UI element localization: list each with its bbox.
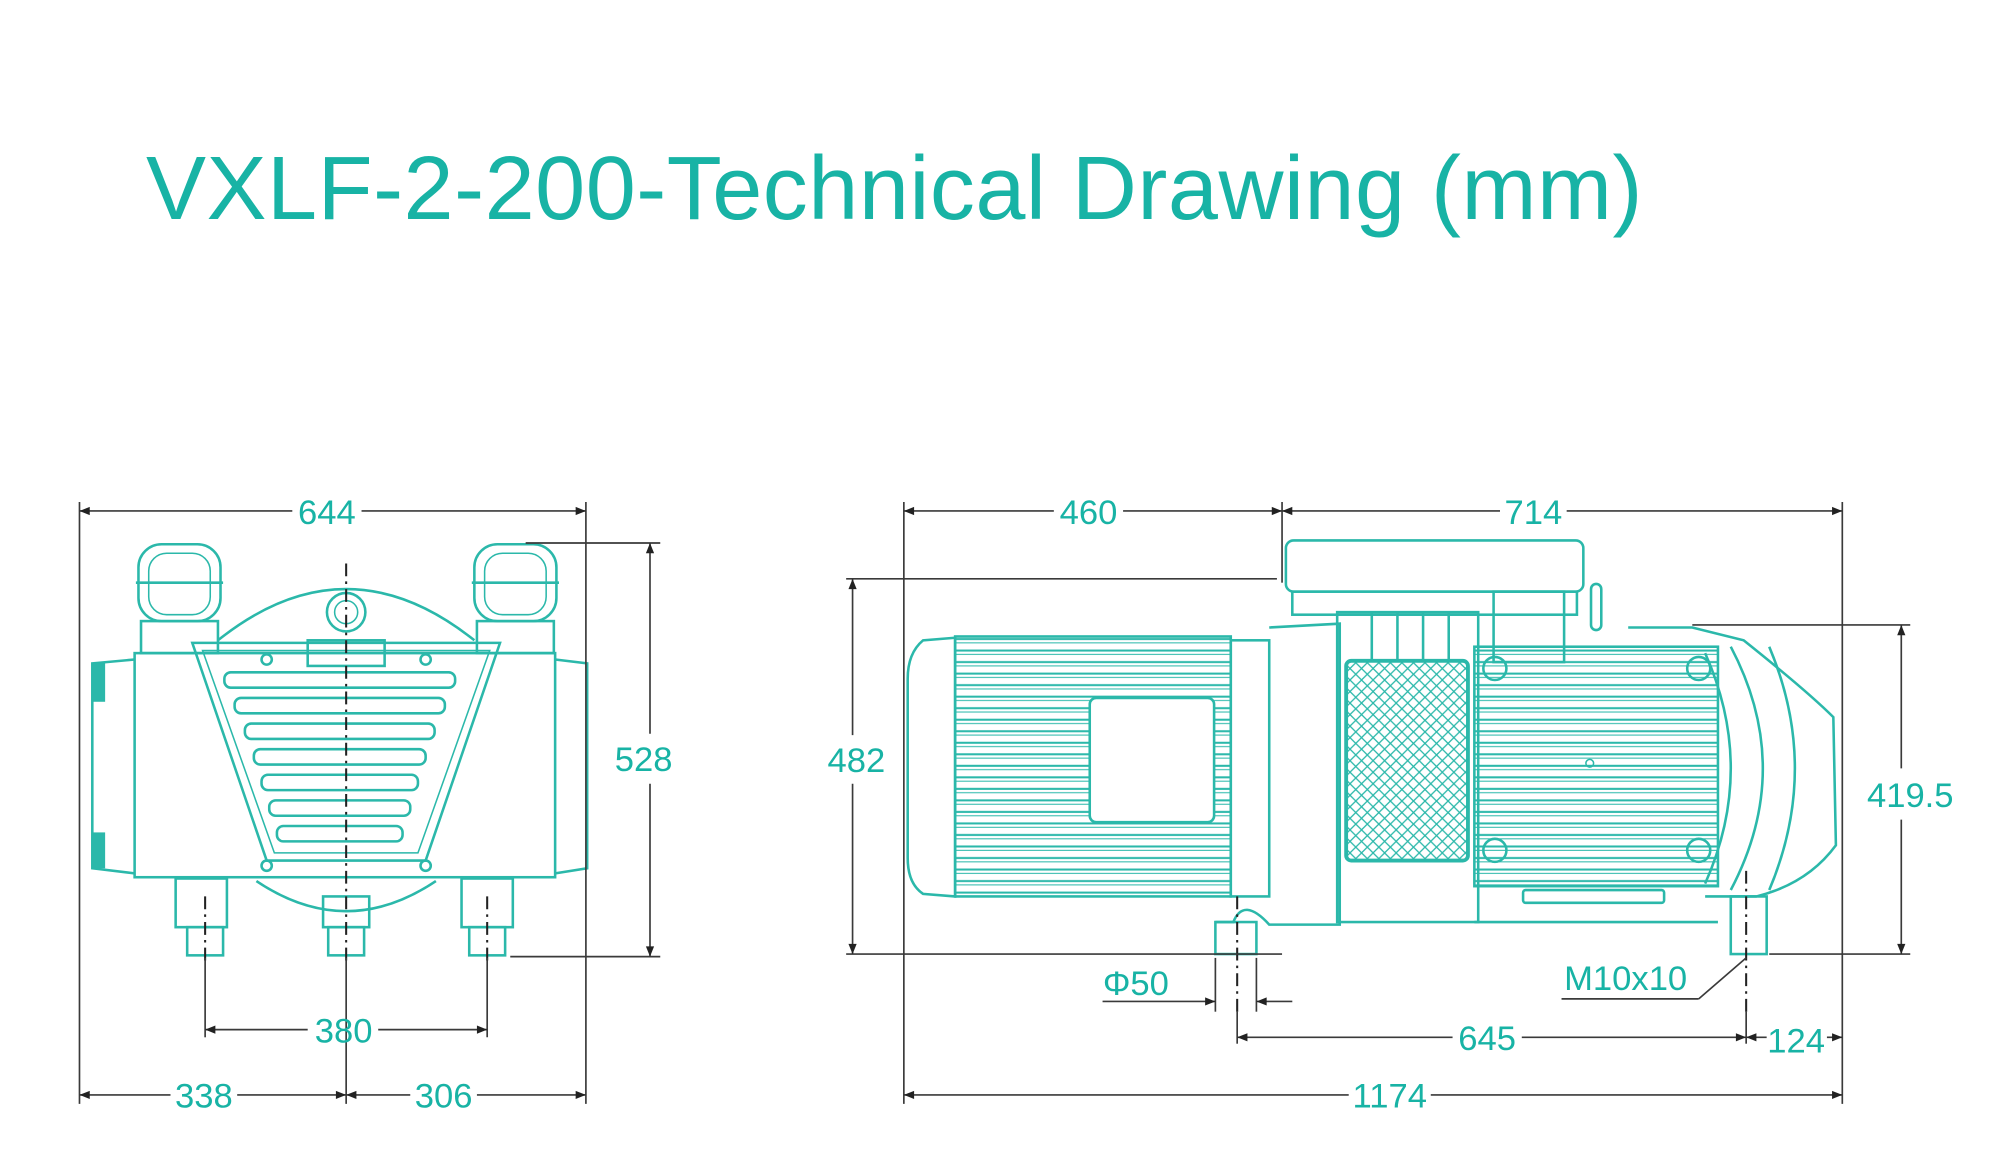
dim-foot-spacing: 380 [315, 1012, 373, 1050]
side-view-dimensions: 460 714 482 419.5 Φ50 645 124 1174 M10x1… [828, 494, 1954, 1116]
dim-overall-width: 644 [298, 494, 356, 532]
dim-foot-diameter: Φ50 [1103, 965, 1169, 1003]
side-flange-left [91, 658, 135, 875]
pump-flange [1215, 622, 1342, 926]
dim-end-offset: 124 [1767, 1023, 1825, 1061]
top-handle [1284, 539, 1585, 593]
motor-flange [1229, 639, 1271, 898]
foot-rear [1729, 895, 1768, 956]
side-flange-right [554, 658, 589, 875]
dim-foot-spacing: 645 [1458, 1020, 1516, 1058]
front-view [91, 542, 589, 961]
pump-housing [1473, 645, 1720, 888]
foot-front [1214, 920, 1258, 956]
foot-left [174, 877, 229, 929]
dim-left-offset: 338 [175, 1078, 233, 1116]
dim-overall-height: 528 [615, 741, 673, 779]
side-view [906, 539, 1838, 1012]
terminal-box [1088, 696, 1216, 824]
dim-right-offset: 306 [415, 1078, 473, 1116]
dim-pump-height: 419.5 [1867, 777, 1954, 815]
inlet-port-left [135, 542, 224, 655]
pump-end-cover [1628, 626, 1838, 898]
dim-motor-length: 460 [1060, 494, 1118, 532]
dim-overall-height: 482 [828, 742, 886, 780]
dim-pump-length: 714 [1504, 494, 1562, 532]
pump-grille [1344, 658, 1470, 863]
inlet-port-right [471, 542, 559, 655]
dim-overall-length: 1174 [1353, 1078, 1427, 1116]
page-title: VXLF-2-200-Technical Drawing (mm) [146, 139, 1643, 239]
vent-slats [223, 671, 457, 843]
thread-callout: M10x10 [1564, 960, 1687, 998]
pump-body [133, 651, 557, 879]
motor-end-cap [906, 636, 957, 898]
front-view-dimensions: 644 528 380 338 306 [78, 494, 673, 1116]
